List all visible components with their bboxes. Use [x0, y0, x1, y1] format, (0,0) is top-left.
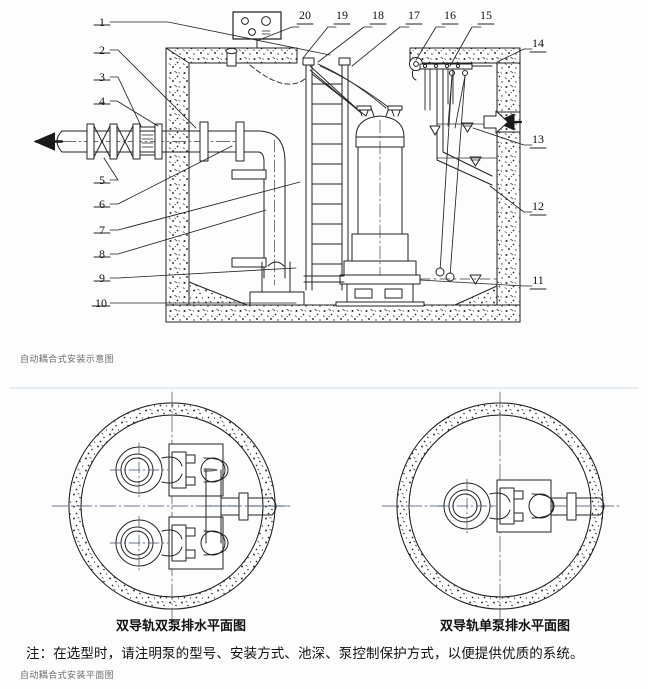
callout-16: 16 — [444, 8, 456, 22]
callout-9: 9 — [99, 271, 105, 285]
figure-caption-bottom: 自动耦合式安装平面图 — [20, 671, 115, 681]
figure-caption-top: 自动耦合式安装示意图 — [20, 355, 115, 365]
lifting-hook-icon — [409, 57, 423, 81]
callout-10: 10 — [95, 296, 107, 310]
riser-pipe — [231, 130, 305, 306]
submersible-pump — [303, 105, 425, 307]
discharge-pipe-assembly — [33, 121, 245, 162]
callout-7: 7 — [99, 223, 105, 237]
leader-lines-top — [258, 26, 482, 67]
callout-12: 12 — [532, 199, 544, 213]
callout-2: 2 — [99, 43, 105, 57]
callout-1: 1 — [99, 15, 105, 29]
callout-13: 13 — [532, 132, 544, 146]
callout-4: 4 — [99, 94, 105, 108]
section-caption-single-pump: 双导轨单泵排水平面图 — [440, 618, 571, 633]
callout-6: 6 — [99, 197, 105, 211]
water-level-triangle-icon — [461, 122, 482, 285]
guide-rail-ladder — [249, 57, 393, 291]
callout-11: 11 — [532, 273, 544, 287]
leader-lines-right — [419, 48, 533, 287]
cable-conduits — [419, 63, 473, 111]
section-caption-dual-pump: 双导轨双泵排水平面图 — [116, 618, 247, 633]
leader-lines-left — [103, 21, 331, 304]
control-panel-icon — [232, 11, 282, 49]
callout-underlines — [91, 23, 547, 307]
callout-19: 19 — [336, 8, 348, 22]
callout-17: 17 — [408, 8, 420, 22]
callout-5: 5 — [99, 173, 105, 187]
selection-note: 注：在选型时，请注明泵的型号、安装方式、池深、泵控制保护方式，以便提供优质的系统… — [26, 646, 584, 661]
callout-8: 8 — [99, 247, 105, 261]
callout-3: 3 — [99, 70, 105, 84]
vent-pipe — [225, 47, 238, 67]
callout-14: 14 — [532, 36, 544, 50]
callout-18: 18 — [372, 8, 384, 22]
callout-15: 15 — [480, 8, 492, 22]
plan-view-single-pump — [381, 391, 623, 621]
float-switch-assembly — [419, 65, 523, 285]
plan-view-dual-pump — [51, 391, 293, 621]
callout-20: 20 — [299, 8, 311, 22]
